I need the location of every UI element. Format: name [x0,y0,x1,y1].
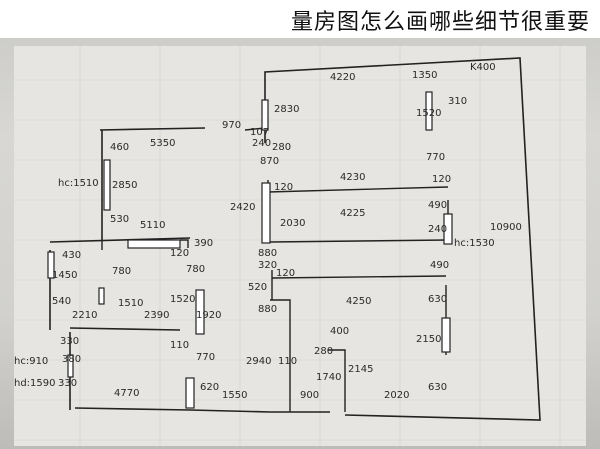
dim-label: 110 [278,356,297,367]
dim-label: 1520 [416,108,441,119]
dim-label: 490 [428,200,447,211]
dim-label: 2030 [280,218,305,229]
dim-label: 390 [194,238,213,249]
dim-label: hd:1590 [14,378,56,389]
dim-label: 780 [112,266,131,277]
dim-label: 630 [428,294,447,305]
dimension-labels: 4220 1350 K400 2830 970 107 240 280 870 … [14,62,522,401]
dim-label: hc:910 [14,356,48,367]
dim-label: 120 [276,268,295,279]
dim-label: 5350 [150,138,175,149]
dim-label: 4225 [340,208,365,219]
dim-label: K400 [470,62,496,73]
dim-label: 630 [428,382,447,393]
dim-label: 107 [250,127,269,138]
dim-label: 2390 [144,310,169,321]
dim-label: 770 [196,352,215,363]
dim-label: 1550 [222,390,247,401]
dim-label: 2210 [72,310,97,321]
dim-label: 770 [426,152,445,163]
dim-label: 310 [448,96,467,107]
dim-label: 400 [330,326,349,337]
dim-label: 10900 [490,222,522,233]
dim-label: 780 [186,264,205,275]
dim-label: 490 [430,260,449,271]
dim-label: 240 [428,224,447,235]
dim-label: 540 [52,296,71,307]
dim-label: 120 [432,174,451,185]
dim-label: 380 [62,354,81,365]
dim-label: 1740 [316,372,341,383]
dim-label: 880 [258,304,277,315]
dim-label: 120 [274,182,293,193]
dim-label: 2150 [416,334,441,345]
header-band [0,0,600,38]
dim-label: 1920 [196,310,221,321]
paper-sheet [14,46,586,446]
dim-label: 2830 [274,104,299,115]
outer-walls [49,57,541,421]
dim-label: 520 [248,282,267,293]
dim-label: 870 [260,156,279,167]
dim-label: hc:1530 [454,238,495,249]
dim-label: 5110 [140,220,165,231]
dim-label: 330 [58,378,77,389]
dim-label: 4770 [114,388,139,399]
dim-label: 1350 [412,70,437,81]
dim-label: 1450 [52,270,77,281]
dim-label: 4230 [340,172,365,183]
dim-label: 900 [300,390,319,401]
dim-label: 330 [60,336,79,347]
dim-label: 280 [314,346,333,357]
dim-label: 880 [258,248,277,259]
dim-label: 2145 [348,364,373,375]
dim-label: 110 [170,340,189,351]
dim-label: 2850 [112,180,137,191]
dim-label: 120 [170,248,189,259]
dim-label: 2940 [246,356,271,367]
dim-label: 460 [110,142,129,153]
dim-label: hc:1510 [58,178,99,189]
page-title: 量房图怎么画哪些细节很重要 [290,10,590,35]
dim-label: 530 [110,214,129,225]
dim-label: 280 [272,142,291,153]
dim-label: 320 [258,260,277,271]
dim-label: 4220 [330,72,355,83]
wall-blocks [47,91,453,409]
dim-label: 240 [252,138,271,149]
dim-label: 1520 [170,294,195,305]
dim-label: 2420 [230,202,255,213]
dim-label: 2020 [384,390,409,401]
dim-label: 620 [200,382,219,393]
dim-label: 4250 [346,296,371,307]
dim-label: 970 [222,120,241,131]
dim-label: 1510 [118,298,143,309]
dim-label: 430 [62,250,81,261]
